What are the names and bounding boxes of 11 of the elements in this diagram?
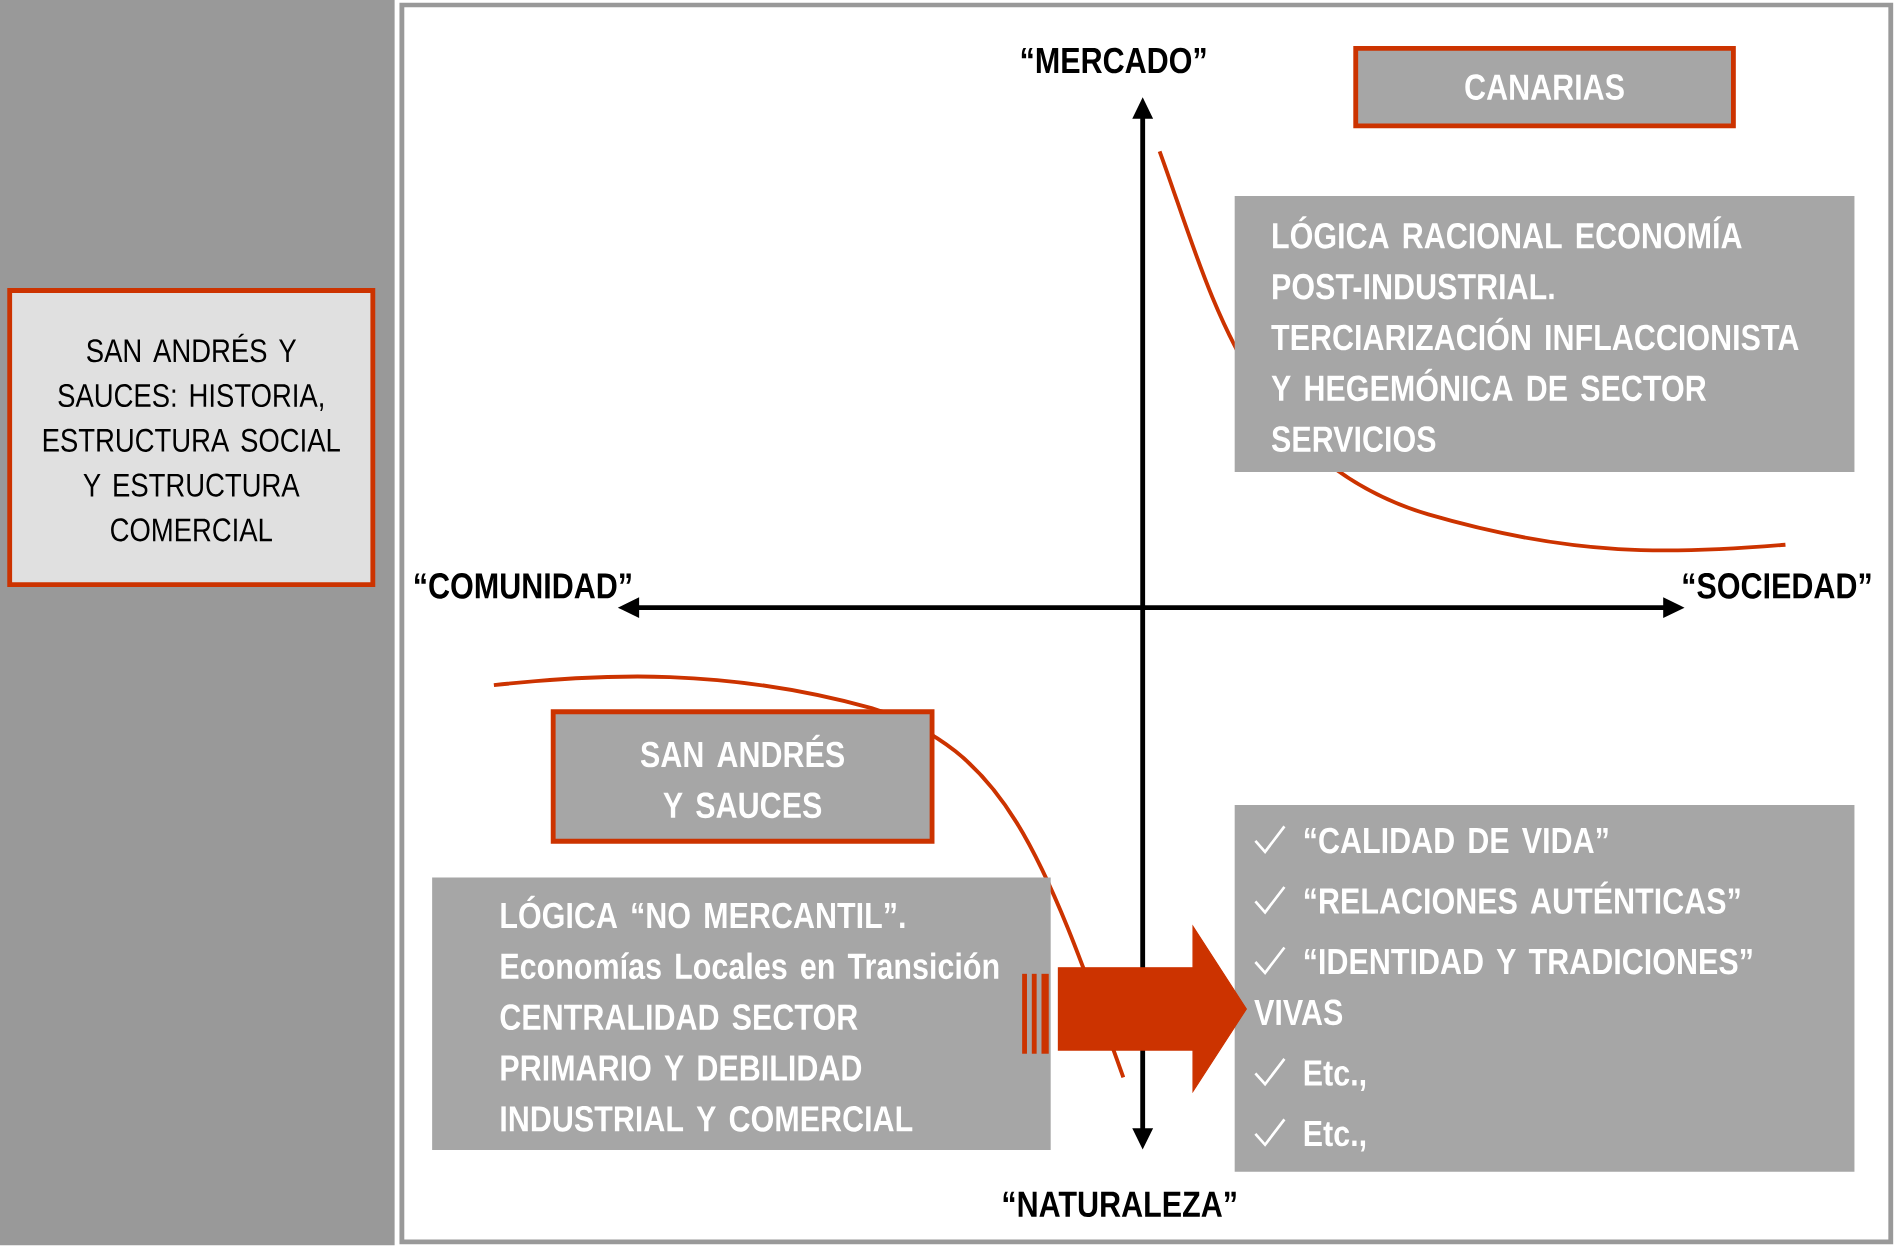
text-box: LÓGICA “NO MERCANTIL”. Economías Locales en Transición CENTRALIDAD SECTOR PRIMARIO Y DEBILIDAD INDUSTRIAL Y COMERCIAL xyxy=(432,877,1051,1151)
axis-label: “NATURALEZA” xyxy=(1003,1191,1236,1218)
axis-label: “SOCIEDAD” xyxy=(1683,573,1871,599)
title-box: SAN ANDRÉS Y SAUCES: HISTORIA, ESTRUCTURA SOCIAL Y ESTRUCTURA COMERCIAL xyxy=(7,288,376,588)
arrow xyxy=(1022,924,1248,1094)
text-box: LÓGICA RACIONAL ECONOMÍA POST-INDUSTRIAL. TERCIARIZACIÓN INFLACCIONISTA Y HEGEMÓNICA DE SECTOR SERVICIOS xyxy=(1234,196,1855,473)
axis-label: “MERCADO” xyxy=(1021,47,1206,74)
region-box: SAN ANDRÉS Y SAUCES xyxy=(550,709,935,844)
list-box: “CALIDAD DE VIDA” “RELACIONES AUTÉNTICAS” “IDENTIDAD Y TRADICIONES” VIVAS Etc., Etc., xyxy=(1234,805,1855,1172)
region-box: CANARIAS xyxy=(1353,46,1736,129)
axis-label: “COMUNIDAD” xyxy=(415,573,631,599)
